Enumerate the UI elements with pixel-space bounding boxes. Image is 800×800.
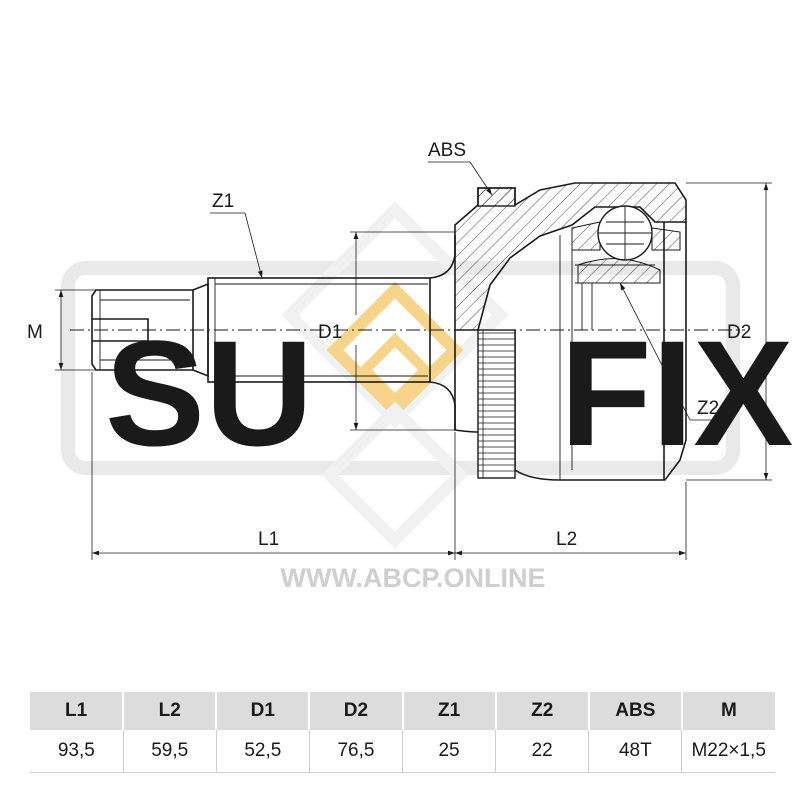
label-d2: D2 — [727, 322, 751, 343]
header-d1: D1 — [216, 692, 311, 730]
cv-joint-drawing: SU FIX WWW.ABCP.ONLINE — [27, 140, 793, 593]
watermark-brand-su: SU — [105, 309, 313, 477]
spec-table-header-row: L1 L2 D1 D2 Z1 Z2 ABS M — [30, 692, 775, 730]
header-z1: Z1 — [402, 692, 497, 730]
value-l2: 59,5 — [123, 730, 217, 773]
dimension-d1 — [350, 231, 455, 431]
dimension-d2 — [686, 182, 772, 481]
header-z2: Z2 — [495, 692, 590, 730]
joint-housing — [454, 182, 687, 481]
watermark-site: WWW.ABCP.ONLINE — [281, 563, 546, 593]
value-l1: 93,5 — [30, 730, 124, 773]
watermark-brand-fix: FIX — [560, 309, 793, 477]
leader-abs — [428, 161, 493, 196]
header-l1: L1 — [30, 692, 125, 730]
header-d2: D2 — [309, 692, 404, 730]
label-z2: Z2 — [697, 398, 719, 419]
value-abs: 48T — [588, 730, 683, 773]
header-l2: L2 — [123, 692, 218, 730]
header-abs: ABS — [588, 692, 683, 730]
value-z1: 25 — [402, 730, 497, 773]
value-m: M22×1,5 — [681, 730, 775, 773]
watermark: SU FIX — [61, 201, 793, 549]
abs-tone-ring — [477, 329, 516, 479]
spec-table-value-row: 93,5 59,5 52,5 76,5 25 22 48T M22×1,5 — [30, 730, 775, 773]
value-d1: 52,5 — [216, 730, 310, 773]
dimension-l1-l2 — [91, 372, 687, 560]
leader-z1 — [210, 212, 263, 279]
label-d1: D1 — [318, 322, 342, 343]
value-z2: 22 — [495, 730, 590, 773]
label-m: M — [27, 322, 43, 343]
label-z1: Z1 — [212, 191, 234, 212]
dimension-m — [55, 289, 96, 371]
value-d2: 76,5 — [309, 730, 404, 773]
label-l1: L1 — [258, 529, 279, 550]
spec-table: L1 L2 D1 D2 Z1 Z2 ABS M 93,5 59,5 52,5 7… — [30, 692, 775, 773]
label-l2: L2 — [556, 529, 577, 550]
header-m: M — [681, 692, 775, 730]
leader-z2 — [619, 282, 730, 421]
label-abs: ABS — [428, 140, 466, 161]
